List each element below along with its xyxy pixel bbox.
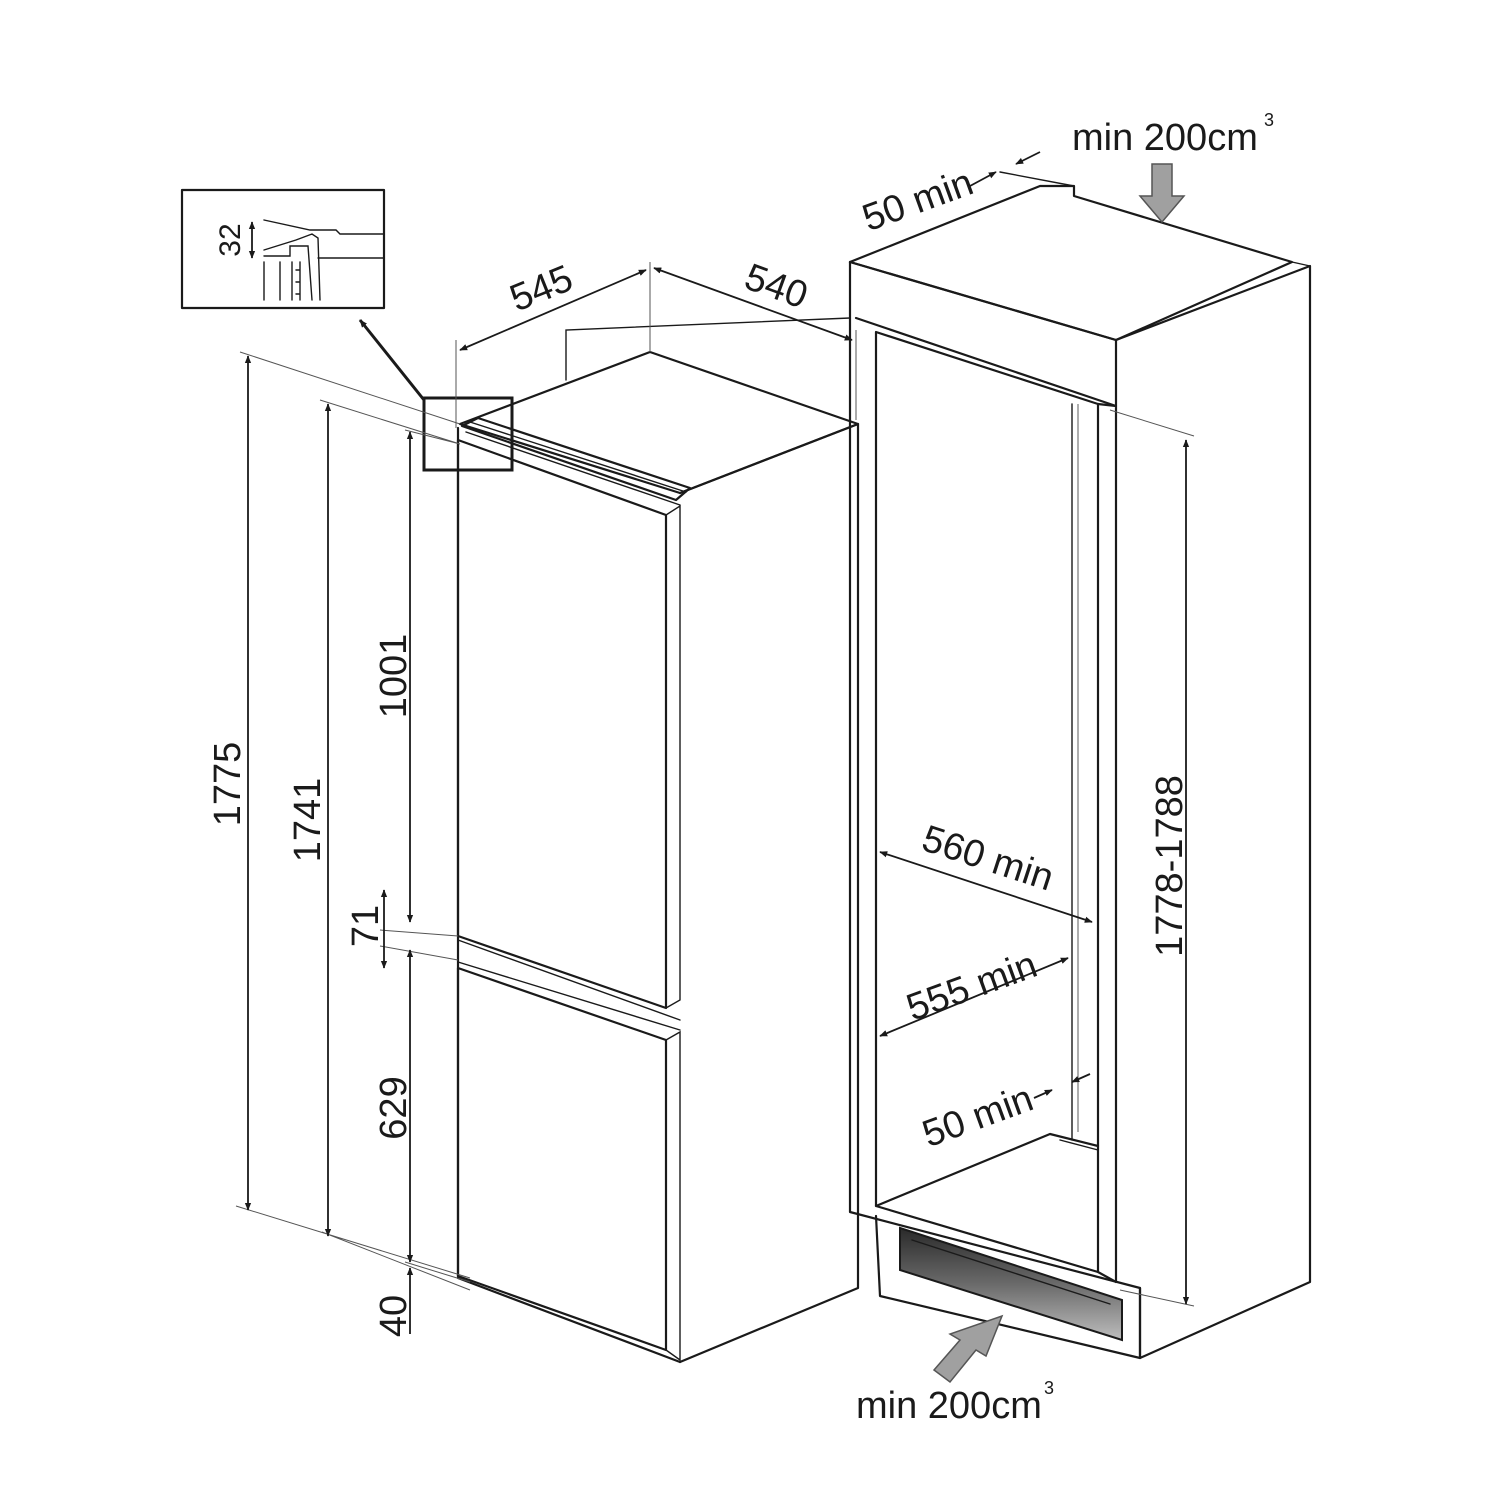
dim-32-label: 32 [214,223,247,256]
dim-629-label: 629 [373,1076,415,1139]
dim-71-label: 71 [345,905,387,947]
dim-50-bottom-label: 50 min [917,1077,1039,1155]
niche-top-lip [848,260,1118,408]
detail-box [180,188,386,310]
dim-50-bottom-line [1033,1089,1053,1099]
top-trim-detail [465,421,687,506]
plinth-vent [899,1226,1123,1342]
vent-bottom-label: min 200cm [856,1385,1042,1427]
dim-555-label: 555 min [901,944,1042,1030]
vent-top-sup: 3 [1264,110,1274,130]
dim-555-line [879,957,1069,1037]
dim-1775-label: 1775 [207,742,249,827]
lower-door-edge [665,1030,681,1362]
left-dimensions: 1775 1741 1001 71 629 40 [207,351,471,1337]
plinth-vent-inner [911,1239,1111,1305]
dim-545-label: 545 [504,258,579,321]
appliance-side-face [678,422,860,1364]
plinth-box [874,1214,1142,1360]
dim-1001-label: 1001 [373,634,415,719]
height-ext-lines [1109,409,1195,1307]
niche-floor [874,1132,1100,1208]
dim-50-top-line-b [1015,151,1041,165]
appliance [456,317,860,1364]
niche-inner-back [1059,403,1099,1151]
callout-box [422,396,514,472]
ext-lines [235,351,471,1291]
dim-540-label: 540 [739,256,813,317]
upper-door-edge [665,504,681,1009]
appliance-front [456,426,682,1364]
detail-drawing [263,219,385,301]
ventilation: min 200cm 3 min 200cm 3 [856,110,1274,1427]
dim-1741-label: 1741 [287,778,329,863]
upper-door [456,438,668,1010]
vent-bottom-arrow-icon [932,1314,1004,1384]
dim-545-line [459,269,647,351]
niche-top-edge [999,171,1311,267]
niche [848,171,1312,1360]
door-gap [457,939,681,1031]
niche-side-panel [1096,402,1118,1284]
detail-inset: 32 [180,188,514,472]
vent-bottom-sup: 3 [1044,1378,1054,1398]
callout-arrow [358,319,426,401]
vent-top-arrow-icon [1138,163,1186,224]
lower-door [456,966,668,1352]
depth-ext-lines [455,262,857,428]
dim-40-label: 40 [373,1295,415,1337]
dim-560-line [879,851,1093,923]
dim-50-bottom-line-b [1071,1073,1091,1083]
dim-50-top-label: 50 min [857,161,979,239]
top-trim [460,416,692,502]
appliance-top-face [458,350,860,495]
vent-top-label: min 200cm [1072,117,1258,159]
dim-1778-label: 1778-1788 [1149,775,1191,957]
dim-50-top-line [969,171,997,187]
niche-front [848,260,1312,1360]
appliance-back-outline [565,317,851,381]
dim-540-line [653,267,853,341]
niche-dimensions: 50 min 560 min 555 min 50 min 1778-1788 [857,151,1195,1307]
